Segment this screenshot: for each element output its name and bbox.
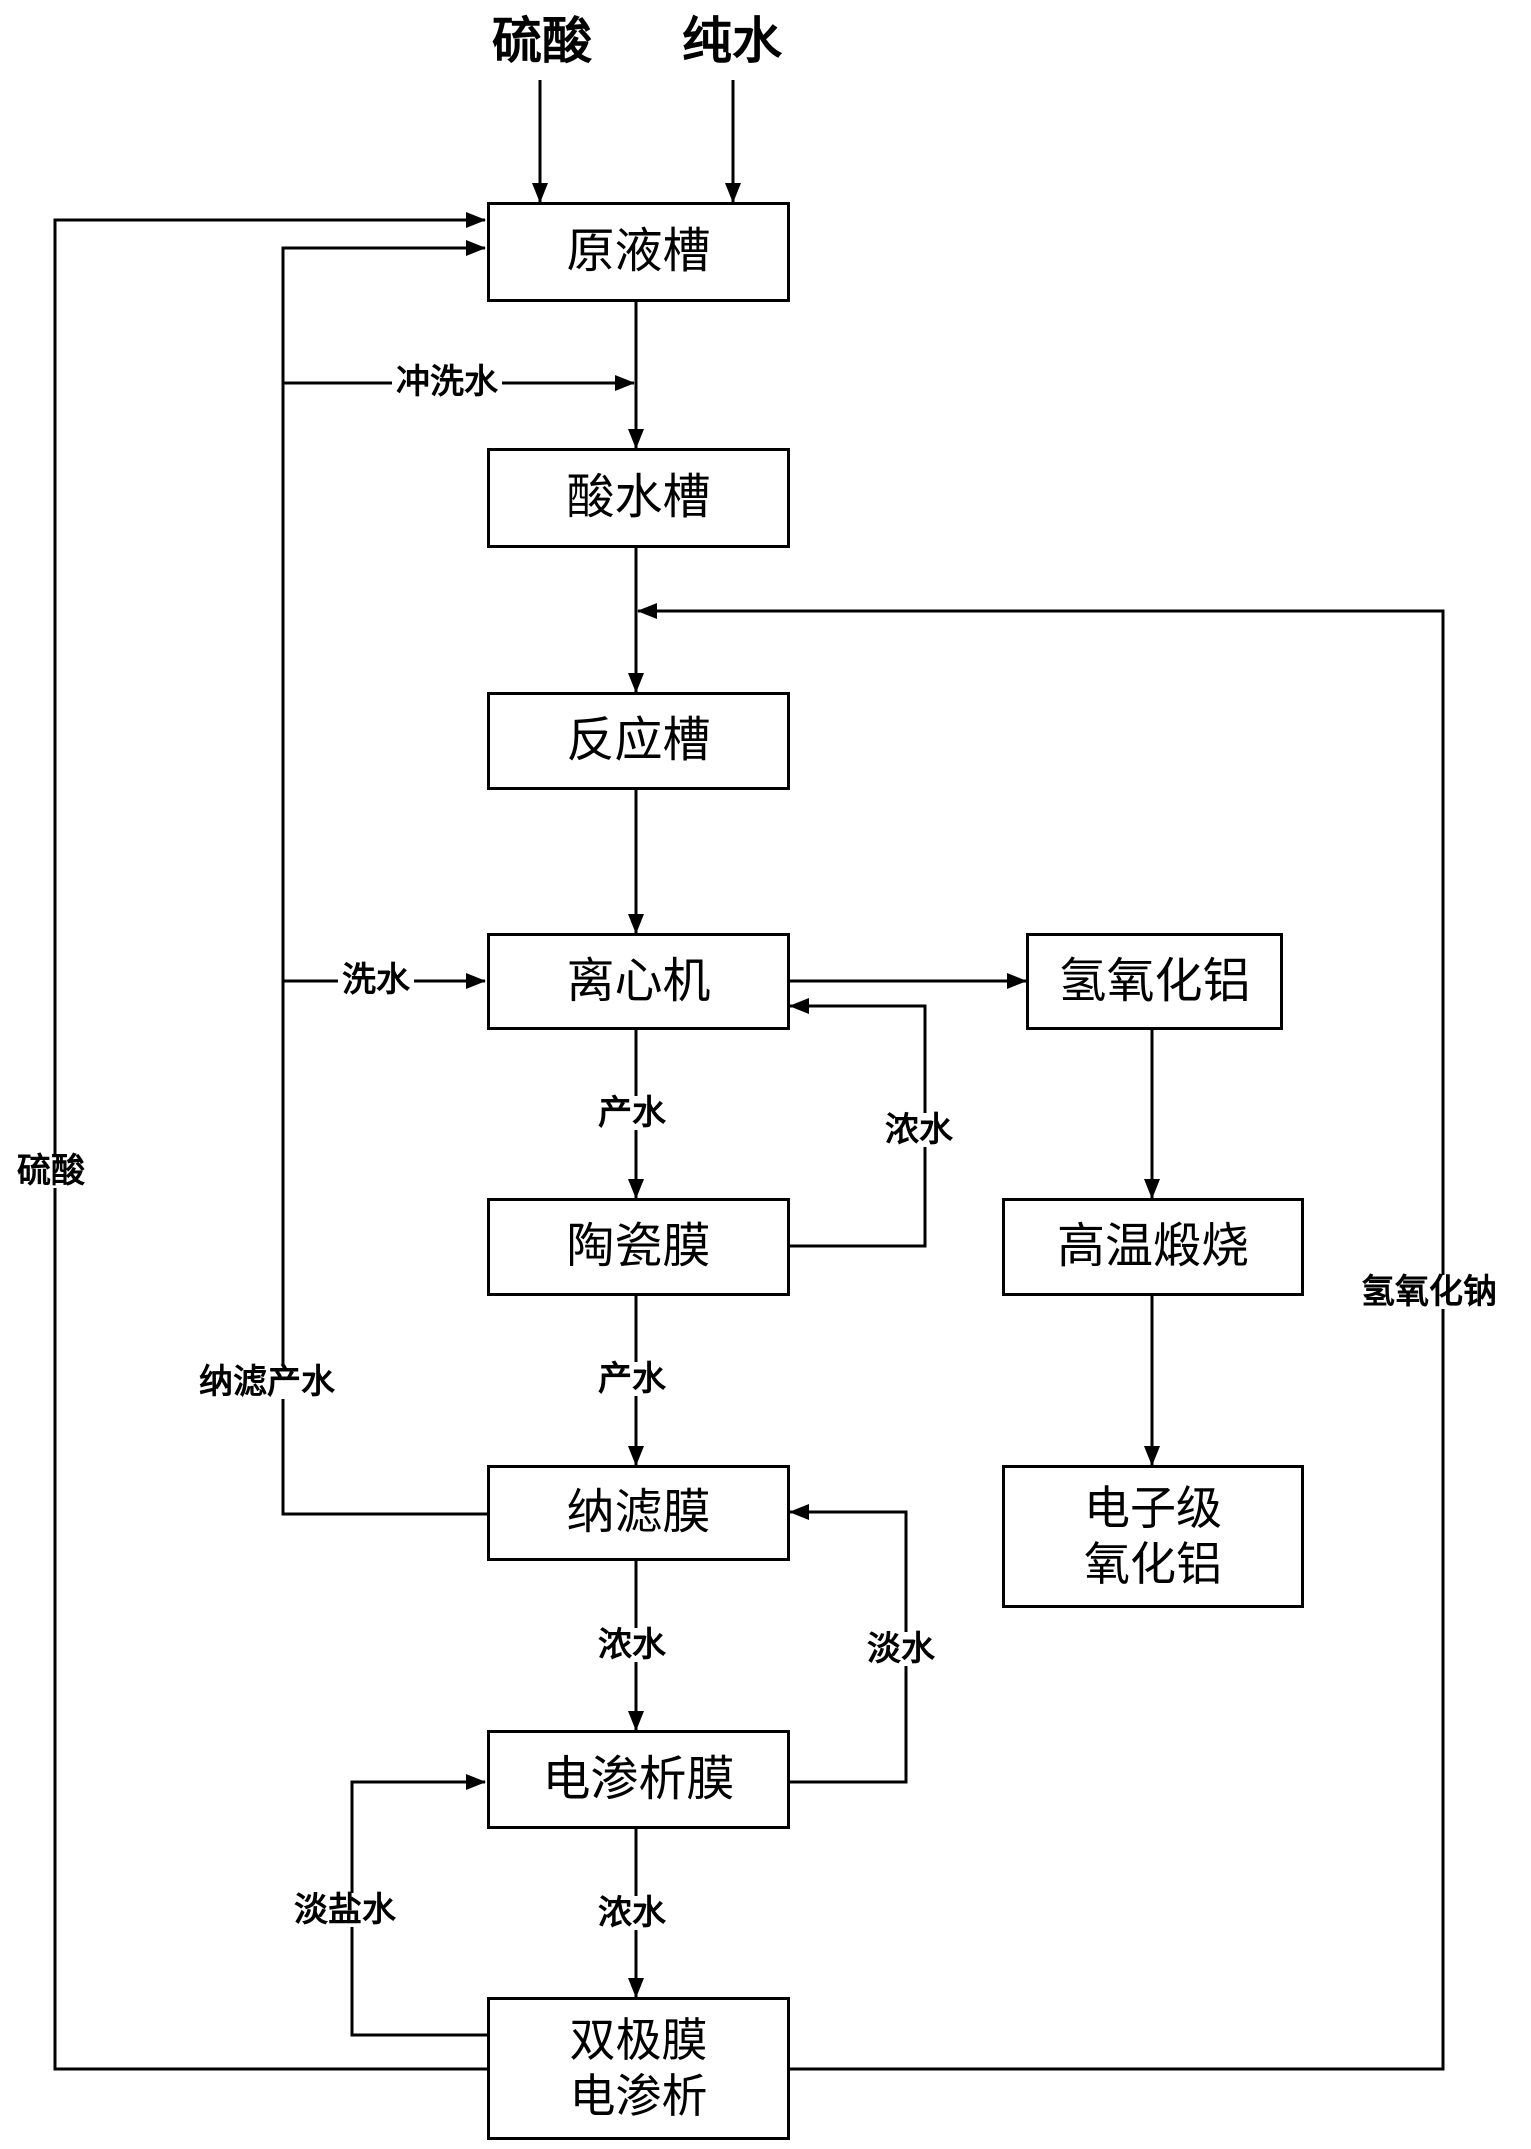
label-dilute-salt-water: 淡盐水 bbox=[290, 1893, 400, 1927]
reaction-tank: 反应槽 bbox=[487, 692, 790, 790]
reaction-tank-label: 反应槽 bbox=[566, 712, 711, 769]
acid-water-tank: 酸水槽 bbox=[487, 448, 790, 548]
high-temp-calcination: 高温煅烧 bbox=[1002, 1198, 1304, 1296]
label-flush-water: 冲洗水 bbox=[392, 365, 502, 399]
label-product-water-1: 产水 bbox=[594, 1096, 670, 1130]
raw-solution-tank: 原液槽 bbox=[487, 202, 790, 302]
high-temp-calcination-label: 高温煅烧 bbox=[1056, 1218, 1249, 1275]
arrow-sulfuric-acid-return bbox=[53, 212, 487, 2071]
input-sulfuric-acid: 硫酸 bbox=[492, 12, 592, 70]
electronic-grade-alumina-line2: 氧化铝 bbox=[1084, 1536, 1222, 1591]
ceramic-membrane-label: 陶瓷膜 bbox=[566, 1218, 711, 1275]
electronic-grade-alumina: 电子级 氧化铝 bbox=[1002, 1465, 1304, 1608]
bipolar-membrane-electrodialysis-line2: 电渗析 bbox=[569, 2068, 708, 2123]
arrow-sodium-hydroxide-return bbox=[637, 603, 1445, 2071]
nanofiltration-membrane: 纳滤膜 bbox=[487, 1465, 790, 1561]
label-concentrate-3: 浓水 bbox=[594, 1896, 670, 1930]
aluminum-hydroxide: 氢氧化铝 bbox=[1026, 933, 1283, 1030]
aluminum-hydroxide-label: 氢氧化铝 bbox=[1058, 952, 1251, 1009]
input-pure-water: 纯水 bbox=[682, 12, 782, 70]
label-sulfuric-acid-return: 硫酸 bbox=[13, 1154, 89, 1188]
electronic-grade-alumina-line1: 电子级 bbox=[1084, 1481, 1222, 1536]
acid-water-tank-label: 酸水槽 bbox=[566, 469, 711, 526]
arrow-nf-product-to-raw bbox=[281, 240, 487, 1516]
bipolar-membrane-electrodialysis: 双极膜 电渗析 bbox=[487, 1997, 790, 2140]
raw-solution-tank-label: 原液槽 bbox=[566, 223, 711, 280]
label-sodium-hydroxide: 氢氧化钠 bbox=[1357, 1275, 1501, 1309]
label-concentrate-2: 浓水 bbox=[594, 1628, 670, 1662]
ceramic-membrane: 陶瓷膜 bbox=[487, 1198, 790, 1296]
label-concentrate-1: 浓水 bbox=[881, 1113, 957, 1147]
label-fresh-water: 淡水 bbox=[863, 1632, 939, 1666]
label-product-water-2: 产水 bbox=[594, 1362, 670, 1396]
label-nf-product-water: 纳滤产水 bbox=[195, 1365, 339, 1399]
electrodialysis-membrane: 电渗析膜 bbox=[487, 1730, 790, 1829]
label-wash-water: 洗水 bbox=[338, 963, 414, 997]
centrifuge: 离心机 bbox=[487, 933, 790, 1030]
centrifuge-label: 离心机 bbox=[566, 952, 711, 1009]
nanofiltration-membrane-label: 纳滤膜 bbox=[566, 1484, 711, 1541]
bipolar-membrane-electrodialysis-line1: 双极膜 bbox=[569, 2013, 708, 2068]
electrodialysis-membrane-label: 电渗析膜 bbox=[542, 1750, 735, 1807]
